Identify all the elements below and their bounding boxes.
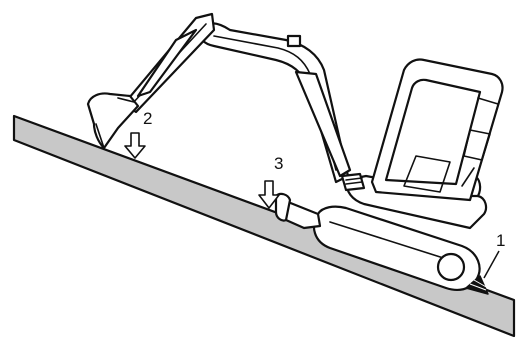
callout-2-label: 2 (143, 109, 152, 128)
callout-1-label: 1 (496, 231, 505, 250)
down-arrow-icon (125, 133, 145, 158)
arm (124, 14, 214, 112)
boom-cylinder (288, 36, 300, 46)
callout-3-label: 3 (274, 154, 283, 173)
callout-1-leader (484, 251, 499, 278)
idler-wheel (438, 254, 464, 280)
operator-cab (372, 59, 503, 200)
